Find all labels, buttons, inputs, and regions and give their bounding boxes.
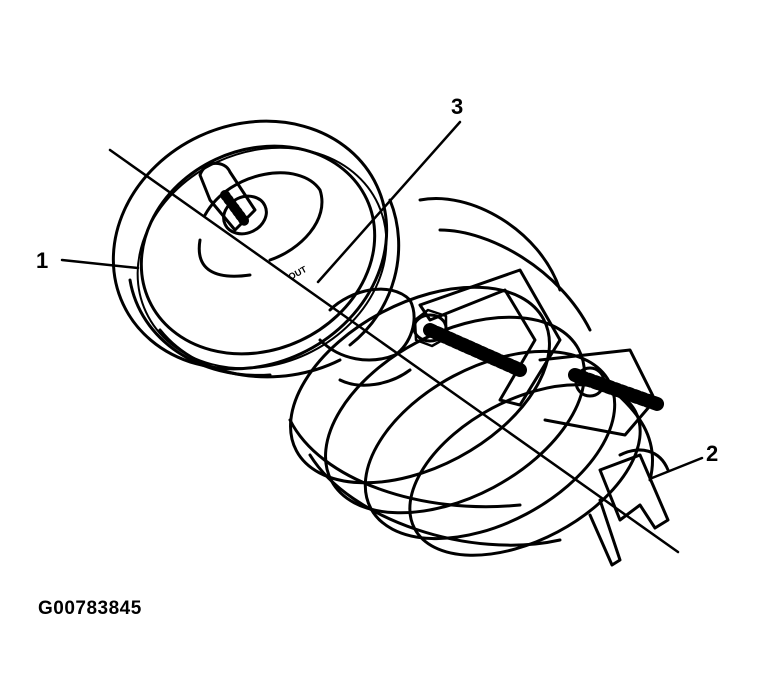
strut-axis-line	[108, 148, 680, 554]
coil-spring	[288, 197, 655, 557]
strut-center-stud	[198, 161, 268, 236]
callout-label-3: 3	[451, 94, 464, 119]
strut-bracket	[588, 448, 670, 567]
figure-id: G00783845	[38, 598, 142, 619]
callout-label-2: 2	[706, 441, 719, 466]
upper-strut-mount	[111, 119, 401, 379]
spring-seat	[318, 287, 416, 387]
callout-label-1: 1	[36, 248, 49, 273]
leader-line-2	[650, 456, 704, 480]
leader-line-1	[60, 258, 140, 270]
leader-line-3	[316, 120, 462, 284]
